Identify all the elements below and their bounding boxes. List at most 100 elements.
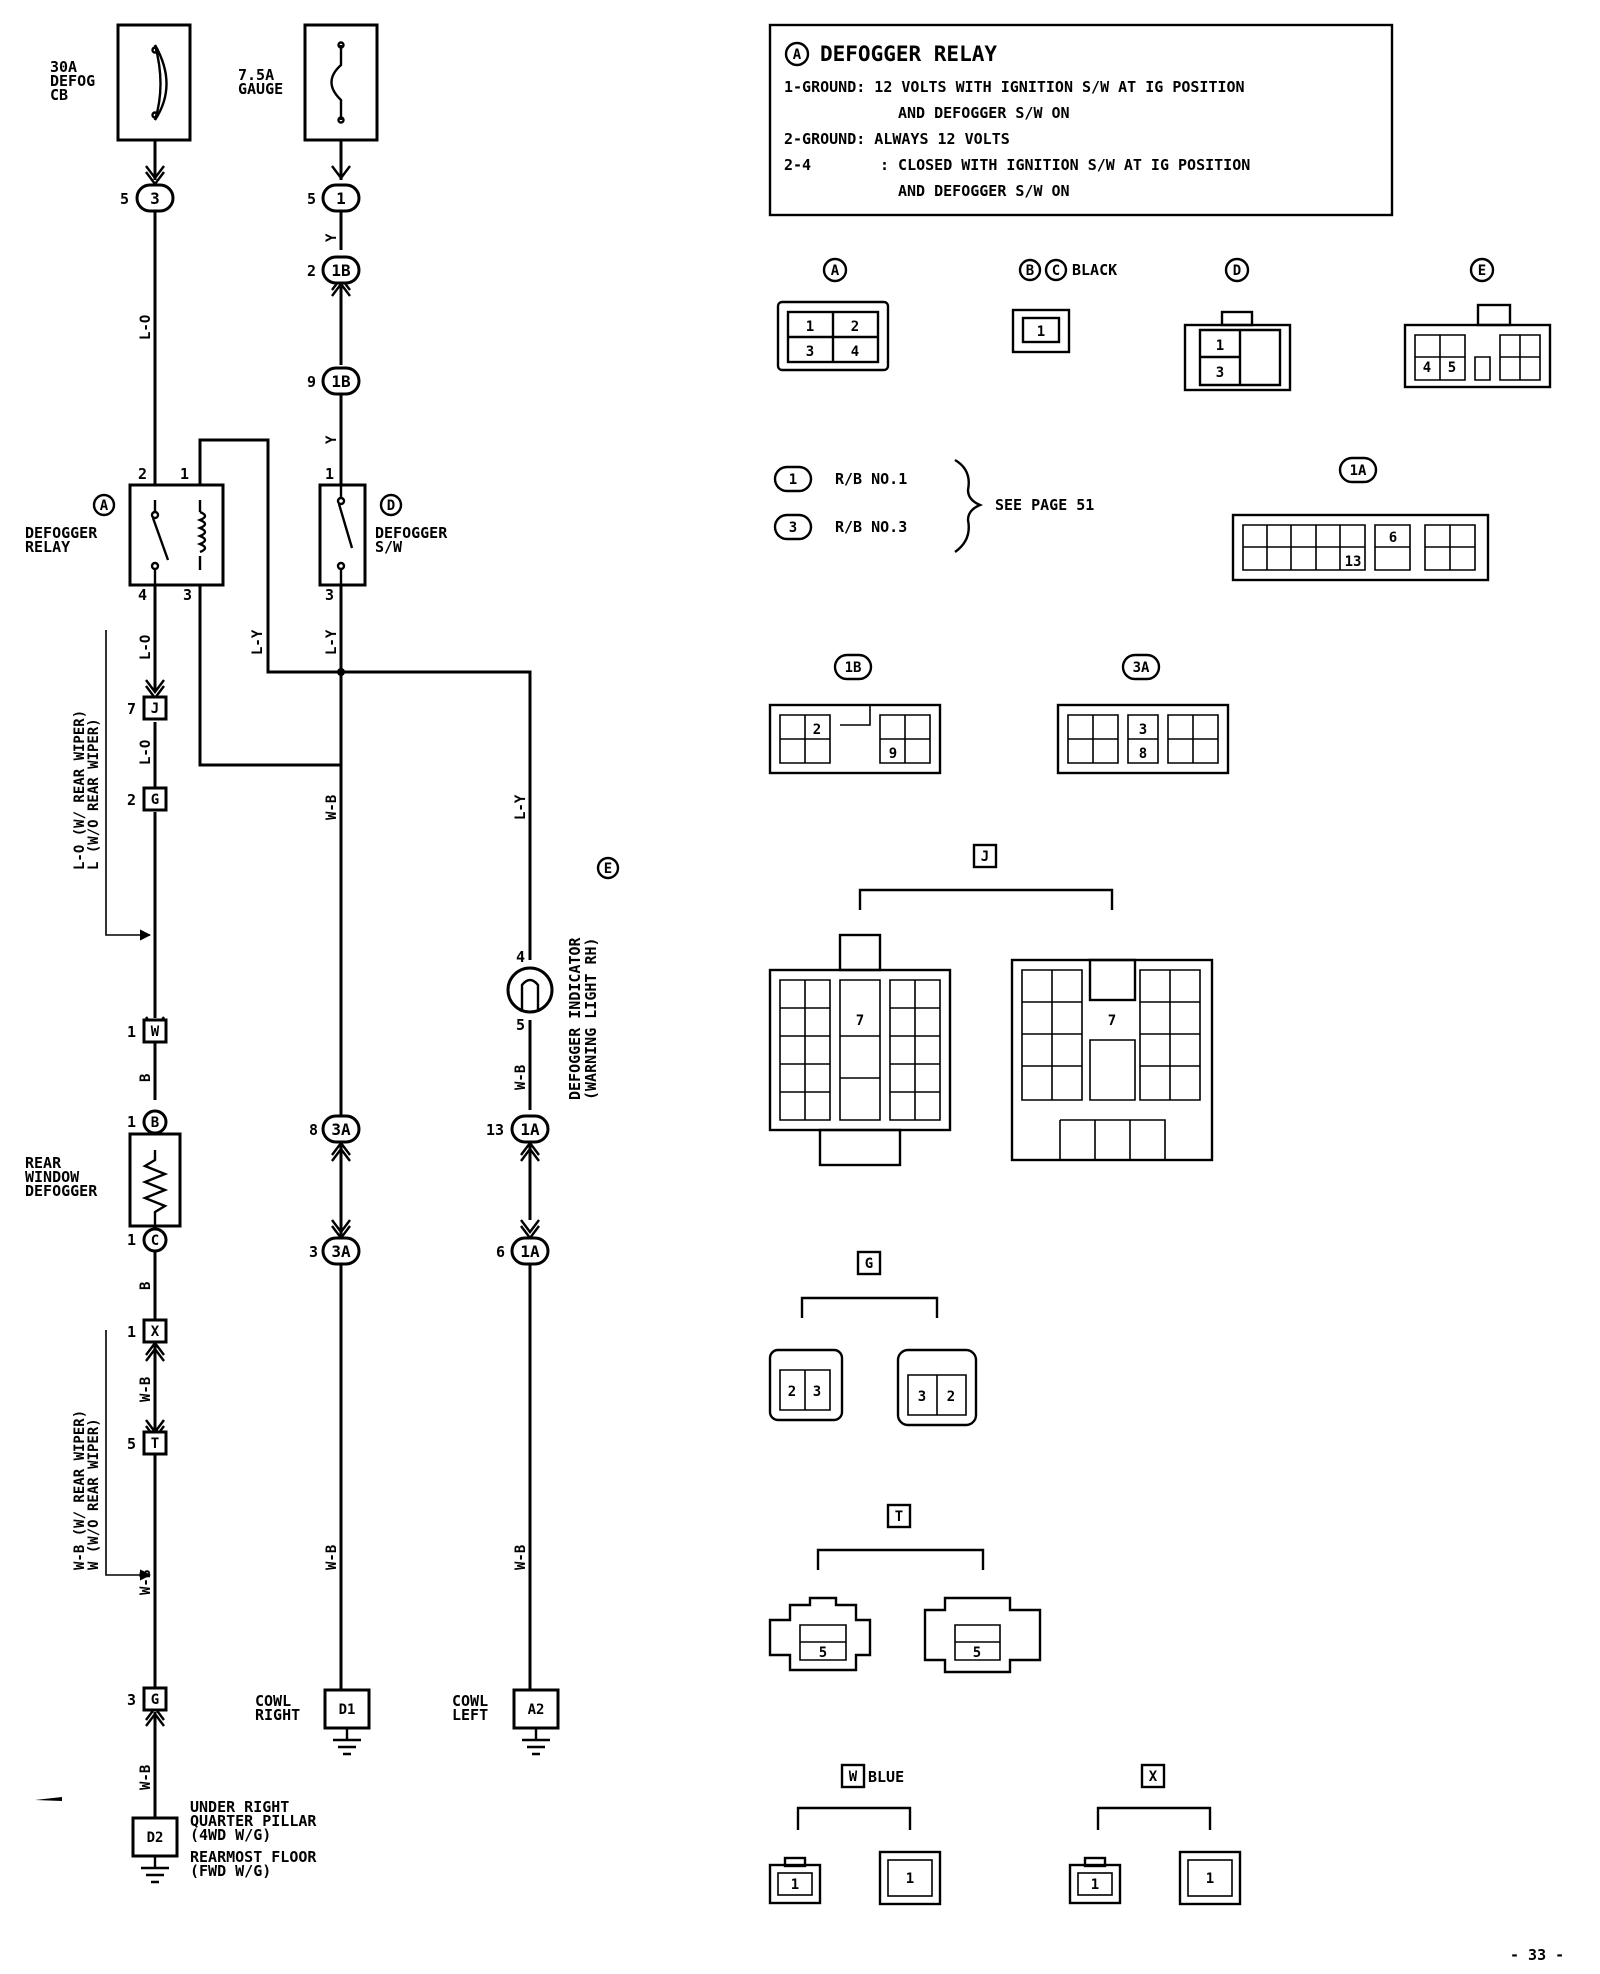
view-a: A 1 2 3 4	[776, 257, 890, 372]
wire-wb-5: W-B	[324, 1545, 340, 1570]
wire-wb-7: W-B	[138, 1570, 154, 1595]
defogger-switch: D DEFOGGER S/W	[318, 483, 448, 587]
cowl-right: COWL	[255, 1692, 291, 1710]
gauge-fuse-label: GAUGE	[238, 80, 283, 98]
wire-wb-4: W-B	[513, 1065, 529, 1090]
ground-a2: A2 COWL LEFT	[452, 1688, 560, 1756]
spec-row-3b: : CLOSED WITH IGNITION S/W AT IG POSITIO…	[880, 156, 1250, 174]
view-bc-color: BLACK	[1072, 261, 1117, 279]
view-x-pin1a: 1	[1091, 1877, 1099, 1893]
ground-d1: D1 COWL RIGHT	[255, 1688, 371, 1756]
spec-row-2: 2-GROUND: ALWAYS 12 VOLTS	[784, 130, 1010, 148]
connector-1a-label: 1A	[520, 1120, 540, 1139]
wire-b-2: B	[138, 1282, 154, 1290]
wire-wb-3: W-B	[324, 795, 340, 820]
connector-j-label: J	[151, 701, 159, 717]
connector-c-label: C	[151, 1233, 159, 1249]
connector-g-label: G	[151, 792, 159, 808]
view-x: X 1 1	[1068, 1763, 1242, 1906]
wire-lo-3: L-O	[138, 740, 154, 765]
wire-y-2: Y	[324, 435, 340, 444]
see-page: SEE PAGE 51	[995, 496, 1094, 514]
wiper-lo-1: L-O (W/ REAR WIPER)	[72, 710, 88, 870]
pin-3g: 3	[127, 1691, 136, 1709]
relay-block-refs: 1 R/B NO.1 3 R/B NO.3 SEE PAGE 51	[773, 458, 1094, 553]
view-g-label: G	[865, 1256, 873, 1272]
wiper-wb-1: W-B (W/ REAR WIPER)	[72, 1410, 88, 1570]
view-t: T 5 5	[768, 1503, 1042, 1674]
wiper-option-wb: W-B (W/ REAR WIPER) W (W/O REAR WIPER)	[72, 1330, 152, 1581]
relay-label: DEFOGGER	[25, 524, 98, 542]
connector-1b-label: 1B	[331, 261, 351, 280]
relay-letter: A	[100, 498, 109, 514]
spec-row-3: 2-4	[784, 156, 811, 174]
view-w: W BLUE 1 1	[768, 1763, 942, 1906]
pin-5a: 5	[120, 190, 129, 208]
view-3a-label: 3A	[1133, 660, 1150, 676]
pin-3: 3	[309, 1243, 318, 1261]
view-j-label: J	[981, 849, 989, 865]
rb3-name: R/B NO.3	[835, 518, 907, 536]
wire-wb-2: W-B	[138, 1765, 154, 1790]
connector-3a-label: 3A	[331, 1120, 351, 1139]
ind-pin-5: 5	[516, 1016, 525, 1034]
view-j: J 7 7	[768, 843, 1214, 1167]
rear-window-defogger: REAR WINDOW DEFOGGER	[25, 1132, 182, 1228]
wire-wb-1: W-B	[138, 1377, 154, 1402]
view-x-pin1b: 1	[1206, 1871, 1214, 1887]
wiper-lo-2: L (W/O REAR WIPER)	[86, 718, 102, 870]
view-g: G 2 3 3 2	[768, 1250, 978, 1427]
ground-a2-code: A2	[528, 1702, 545, 1718]
pin-1b: 1	[127, 1113, 136, 1131]
cowl-right-2: RIGHT	[255, 1706, 300, 1724]
view-bc-pin1: 1	[1037, 324, 1045, 340]
relay-label-2: RELAY	[25, 538, 70, 556]
pin-7: 7	[127, 700, 136, 718]
wires	[153, 140, 532, 1818]
view-c-letter: C	[1052, 263, 1060, 279]
wire-ly-2: L-Y	[324, 629, 340, 655]
rear-defogger-label-3: DEFOGGER	[25, 1182, 98, 1200]
view-d: D 1 3	[1183, 257, 1292, 392]
view-b-letter: B	[1026, 263, 1034, 279]
gauge-fuse: 7.5A GAUGE	[238, 23, 379, 142]
indicator-letter: E	[604, 861, 612, 877]
view-1b-pin2: 2	[813, 722, 821, 738]
spec-row-3c: AND DEFOGGER S/W ON	[898, 182, 1070, 200]
defogger-relay-spec: A DEFOGGER RELAY 1-GROUND: 12 VOLTS WITH…	[768, 23, 1394, 217]
view-bc: B C BLACK 1	[1011, 258, 1117, 354]
switch-label-2: S/W	[375, 538, 403, 556]
view-a-pin4: 4	[851, 344, 859, 360]
view-w-pin1a: 1	[791, 1877, 799, 1893]
defog-circuit-breaker: 30A DEFOG CB	[50, 23, 192, 142]
gauge-fuse-amp: 7.5A	[238, 66, 274, 84]
view-3a: 3A 3 8	[1056, 653, 1230, 775]
view-w-pin1b: 1	[906, 1871, 914, 1887]
d2-label-2: QUARTER PILLAR	[190, 1812, 317, 1830]
pin-13: 13	[486, 1121, 504, 1139]
view-e: E 4 5	[1403, 257, 1552, 389]
d2-label-4: REARMOST FLOOR	[190, 1848, 317, 1866]
wire-b-1: B	[138, 1074, 154, 1082]
view-a-pin3: 3	[806, 344, 814, 360]
view-a-pin2: 2	[851, 319, 859, 335]
view-1a-pin13: 13	[1345, 554, 1362, 570]
view-1a: 1A 6 13	[1231, 456, 1490, 582]
connector-1a-label-2: 1A	[520, 1242, 540, 1261]
cowl-left: COWL	[452, 1692, 488, 1710]
view-e-pin5: 5	[1448, 360, 1456, 376]
wire-y-1: Y	[324, 233, 340, 242]
view-1a-pin6: 6	[1389, 530, 1397, 546]
connector-g2-label: G	[151, 1692, 159, 1708]
wire-ly-3: L-Y	[513, 794, 529, 820]
rear-defogger-label: REAR	[25, 1154, 62, 1172]
connector-1-label: 1	[336, 189, 346, 208]
ground-d1-code: D1	[339, 1702, 356, 1718]
relay-pin-4: 4	[138, 586, 147, 604]
view-t-pin5b: 5	[973, 1645, 981, 1661]
view-g-pin2b: 2	[947, 1389, 955, 1405]
pin-numbers: 5 5 2 9 2 1 4 3 1 3 7 2 1 1 1 1 5 3 8 3 …	[120, 190, 525, 1709]
relay-pin-3: 3	[183, 586, 192, 604]
connector-3a-label-2: 3A	[331, 1242, 351, 1261]
